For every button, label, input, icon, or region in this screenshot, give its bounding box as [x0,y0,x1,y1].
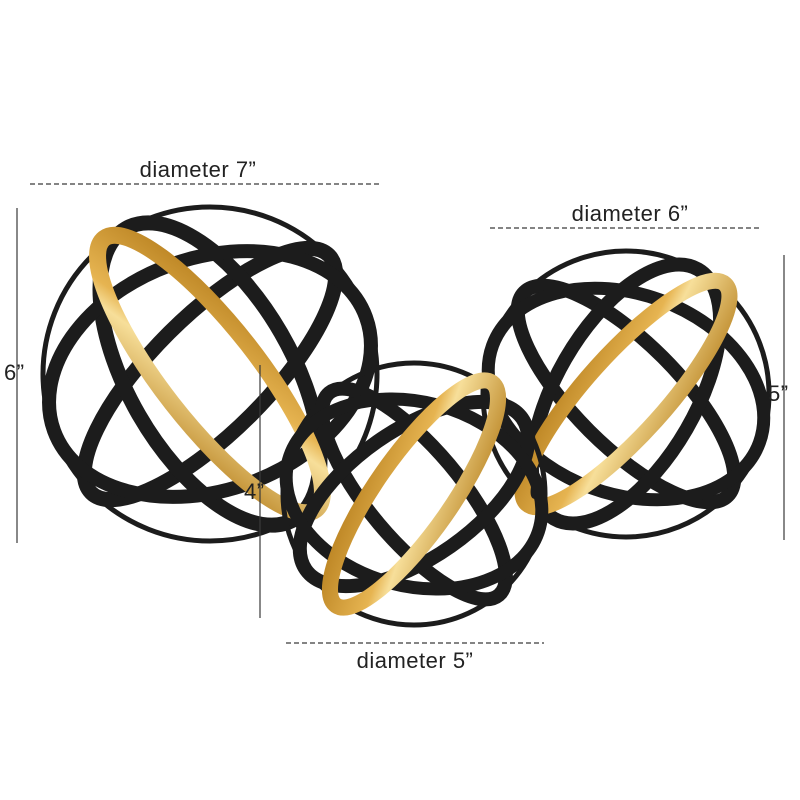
medium-diameter-label: diameter 6” [572,201,689,226]
small-diameter-label: diameter 5” [357,648,474,673]
small-height-label: 4” [244,479,265,504]
small-sphere [279,360,549,628]
large-height-label: 6” [4,360,25,385]
medium-sphere [480,248,772,540]
medium-height-label: 5” [768,381,789,406]
large-diameter-label: diameter 7” [140,157,257,182]
